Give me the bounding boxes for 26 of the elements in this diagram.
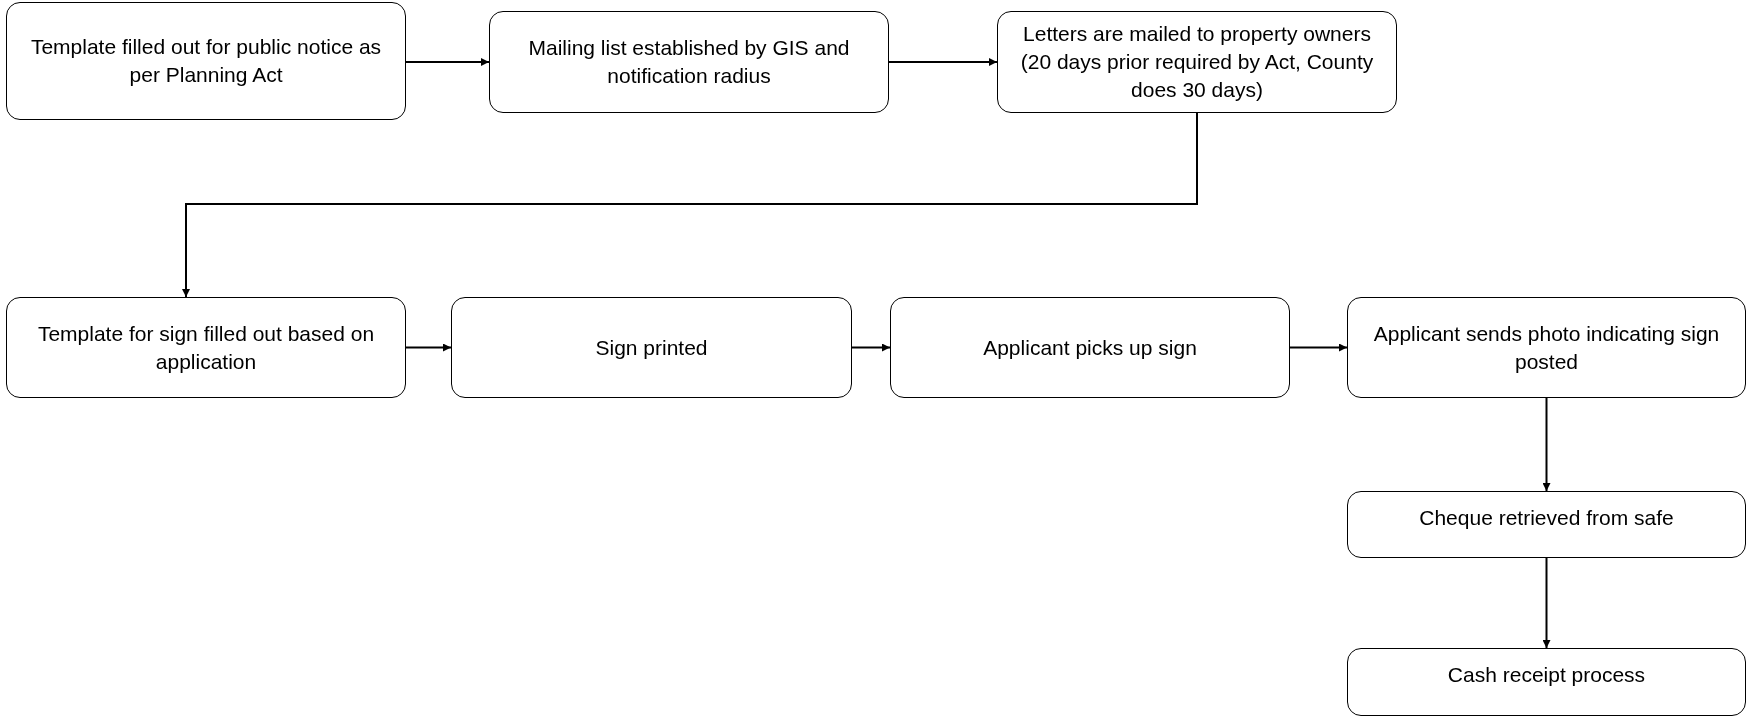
step-text: Applicant picks up sign bbox=[983, 334, 1197, 361]
process-box bbox=[1347, 648, 1746, 716]
step-text: Cash receipt process bbox=[1447, 662, 1646, 688]
step-text: Mailing list established by GIS and notification radius bbox=[527, 35, 851, 89]
step-text: Template for sign filled out based on application bbox=[36, 320, 376, 375]
process-box bbox=[489, 11, 889, 113]
process-box bbox=[1347, 491, 1746, 558]
process-box bbox=[6, 2, 406, 120]
arrow bbox=[405, 58, 490, 66]
arrow bbox=[1542, 397, 1551, 492]
step-text: Cheque retrieved from safe bbox=[1419, 505, 1674, 531]
step-text: Applicant sends photo indicating sign posted bbox=[1372, 320, 1721, 375]
arrow bbox=[182, 112, 1198, 298]
step-text: Template filled out for public notice as per Planning Act bbox=[29, 34, 383, 88]
step-text: Sign printed bbox=[595, 334, 708, 361]
process-box bbox=[6, 297, 406, 398]
arrow bbox=[405, 343, 452, 352]
process-box bbox=[997, 11, 1397, 113]
process-box bbox=[1347, 297, 1746, 398]
arrow bbox=[888, 58, 998, 66]
arrow bbox=[1289, 343, 1348, 352]
process-box bbox=[890, 297, 1290, 398]
arrow bbox=[1542, 557, 1551, 649]
arrow bbox=[851, 343, 891, 352]
process-box bbox=[451, 297, 852, 398]
step-text: Letters are mailed to property owners (20 days prior required by Act, County does 30 days) bbox=[1019, 21, 1375, 103]
